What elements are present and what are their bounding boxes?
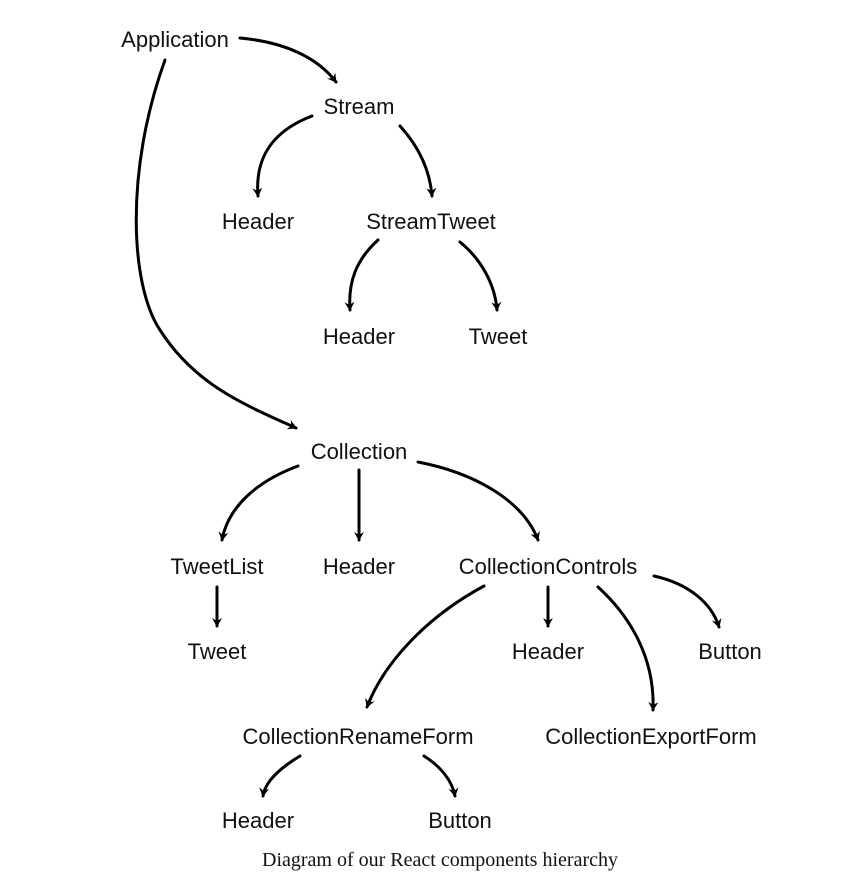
node-collectioncontrols: CollectionControls bbox=[459, 554, 638, 579]
node-collection: Collection bbox=[311, 439, 408, 464]
edges bbox=[134, 36, 722, 798]
node-tweetlist-tweet: Tweet bbox=[188, 639, 247, 664]
edge-streamtweet-header bbox=[344, 238, 380, 312]
node-stream: Stream bbox=[324, 94, 395, 119]
node-collectionrenameform: CollectionRenameForm bbox=[242, 724, 473, 749]
node-application: Application bbox=[121, 27, 229, 52]
node-controls-button: Button bbox=[698, 639, 762, 664]
node-stream-header: Header bbox=[222, 209, 294, 234]
edge-renameform-header bbox=[259, 754, 302, 798]
edge-streamtweet-tweet bbox=[458, 240, 502, 312]
edge-collection-collectioncontrols bbox=[416, 460, 540, 542]
node-streamtweet: StreamTweet bbox=[366, 209, 496, 234]
node-streamtweet-header: Header bbox=[323, 324, 395, 349]
node-streamtweet-tweet: Tweet bbox=[469, 324, 528, 349]
edge-collection-tweetlist bbox=[218, 464, 300, 542]
diagram-caption: Diagram of our React components hierarch… bbox=[262, 849, 618, 871]
edge-controls-renameform bbox=[365, 584, 486, 709]
node-renameform-button: Button bbox=[428, 808, 492, 833]
node-controls-header: Header bbox=[512, 639, 584, 664]
edge-application-stream bbox=[238, 36, 338, 84]
nodes: Application Stream Header StreamTweet He… bbox=[121, 27, 762, 833]
node-tweetlist: TweetList bbox=[171, 554, 264, 579]
node-collection-header: Header bbox=[323, 554, 395, 579]
edge-controls-exportform bbox=[596, 585, 659, 712]
edge-controls-button bbox=[652, 574, 722, 629]
edge-application-collection bbox=[134, 58, 298, 430]
edge-renameform-button bbox=[422, 754, 459, 798]
edge-stream-streamtweet bbox=[398, 124, 437, 198]
node-renameform-header: Header bbox=[222, 808, 294, 833]
node-collectionexportform: CollectionExportForm bbox=[545, 724, 757, 749]
edge-stream-header bbox=[252, 114, 314, 198]
